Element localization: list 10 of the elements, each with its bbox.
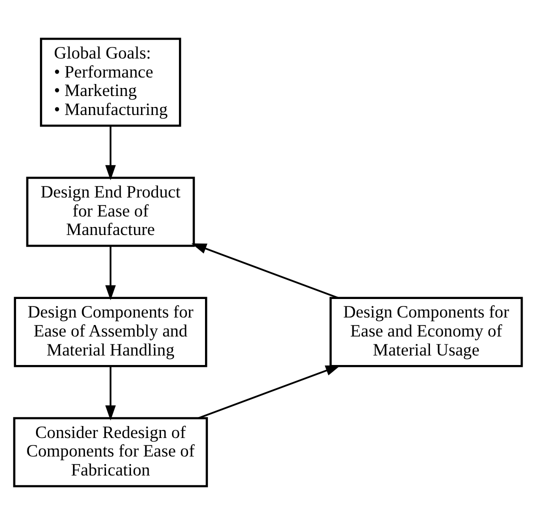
arrow: [105, 125, 116, 180]
node-box: Design End Product for Ease of Manufacture: [26, 176, 195, 246]
arrow: [105, 245, 116, 300]
arrow: [191, 242, 338, 298]
arrow: [198, 364, 341, 418]
node-box: Design Components for Ease and Economy of Material Usage: [330, 296, 523, 367]
node-box: Global Goals: • Performance • Marketing • Manufacturing: [40, 37, 182, 126]
node-box: Consider Redesign of Components for Ease of Fabrication: [13, 416, 208, 487]
node-box: Design Components for Ease of Assembly and Material Handling: [14, 296, 208, 367]
arrow: [105, 366, 116, 420]
